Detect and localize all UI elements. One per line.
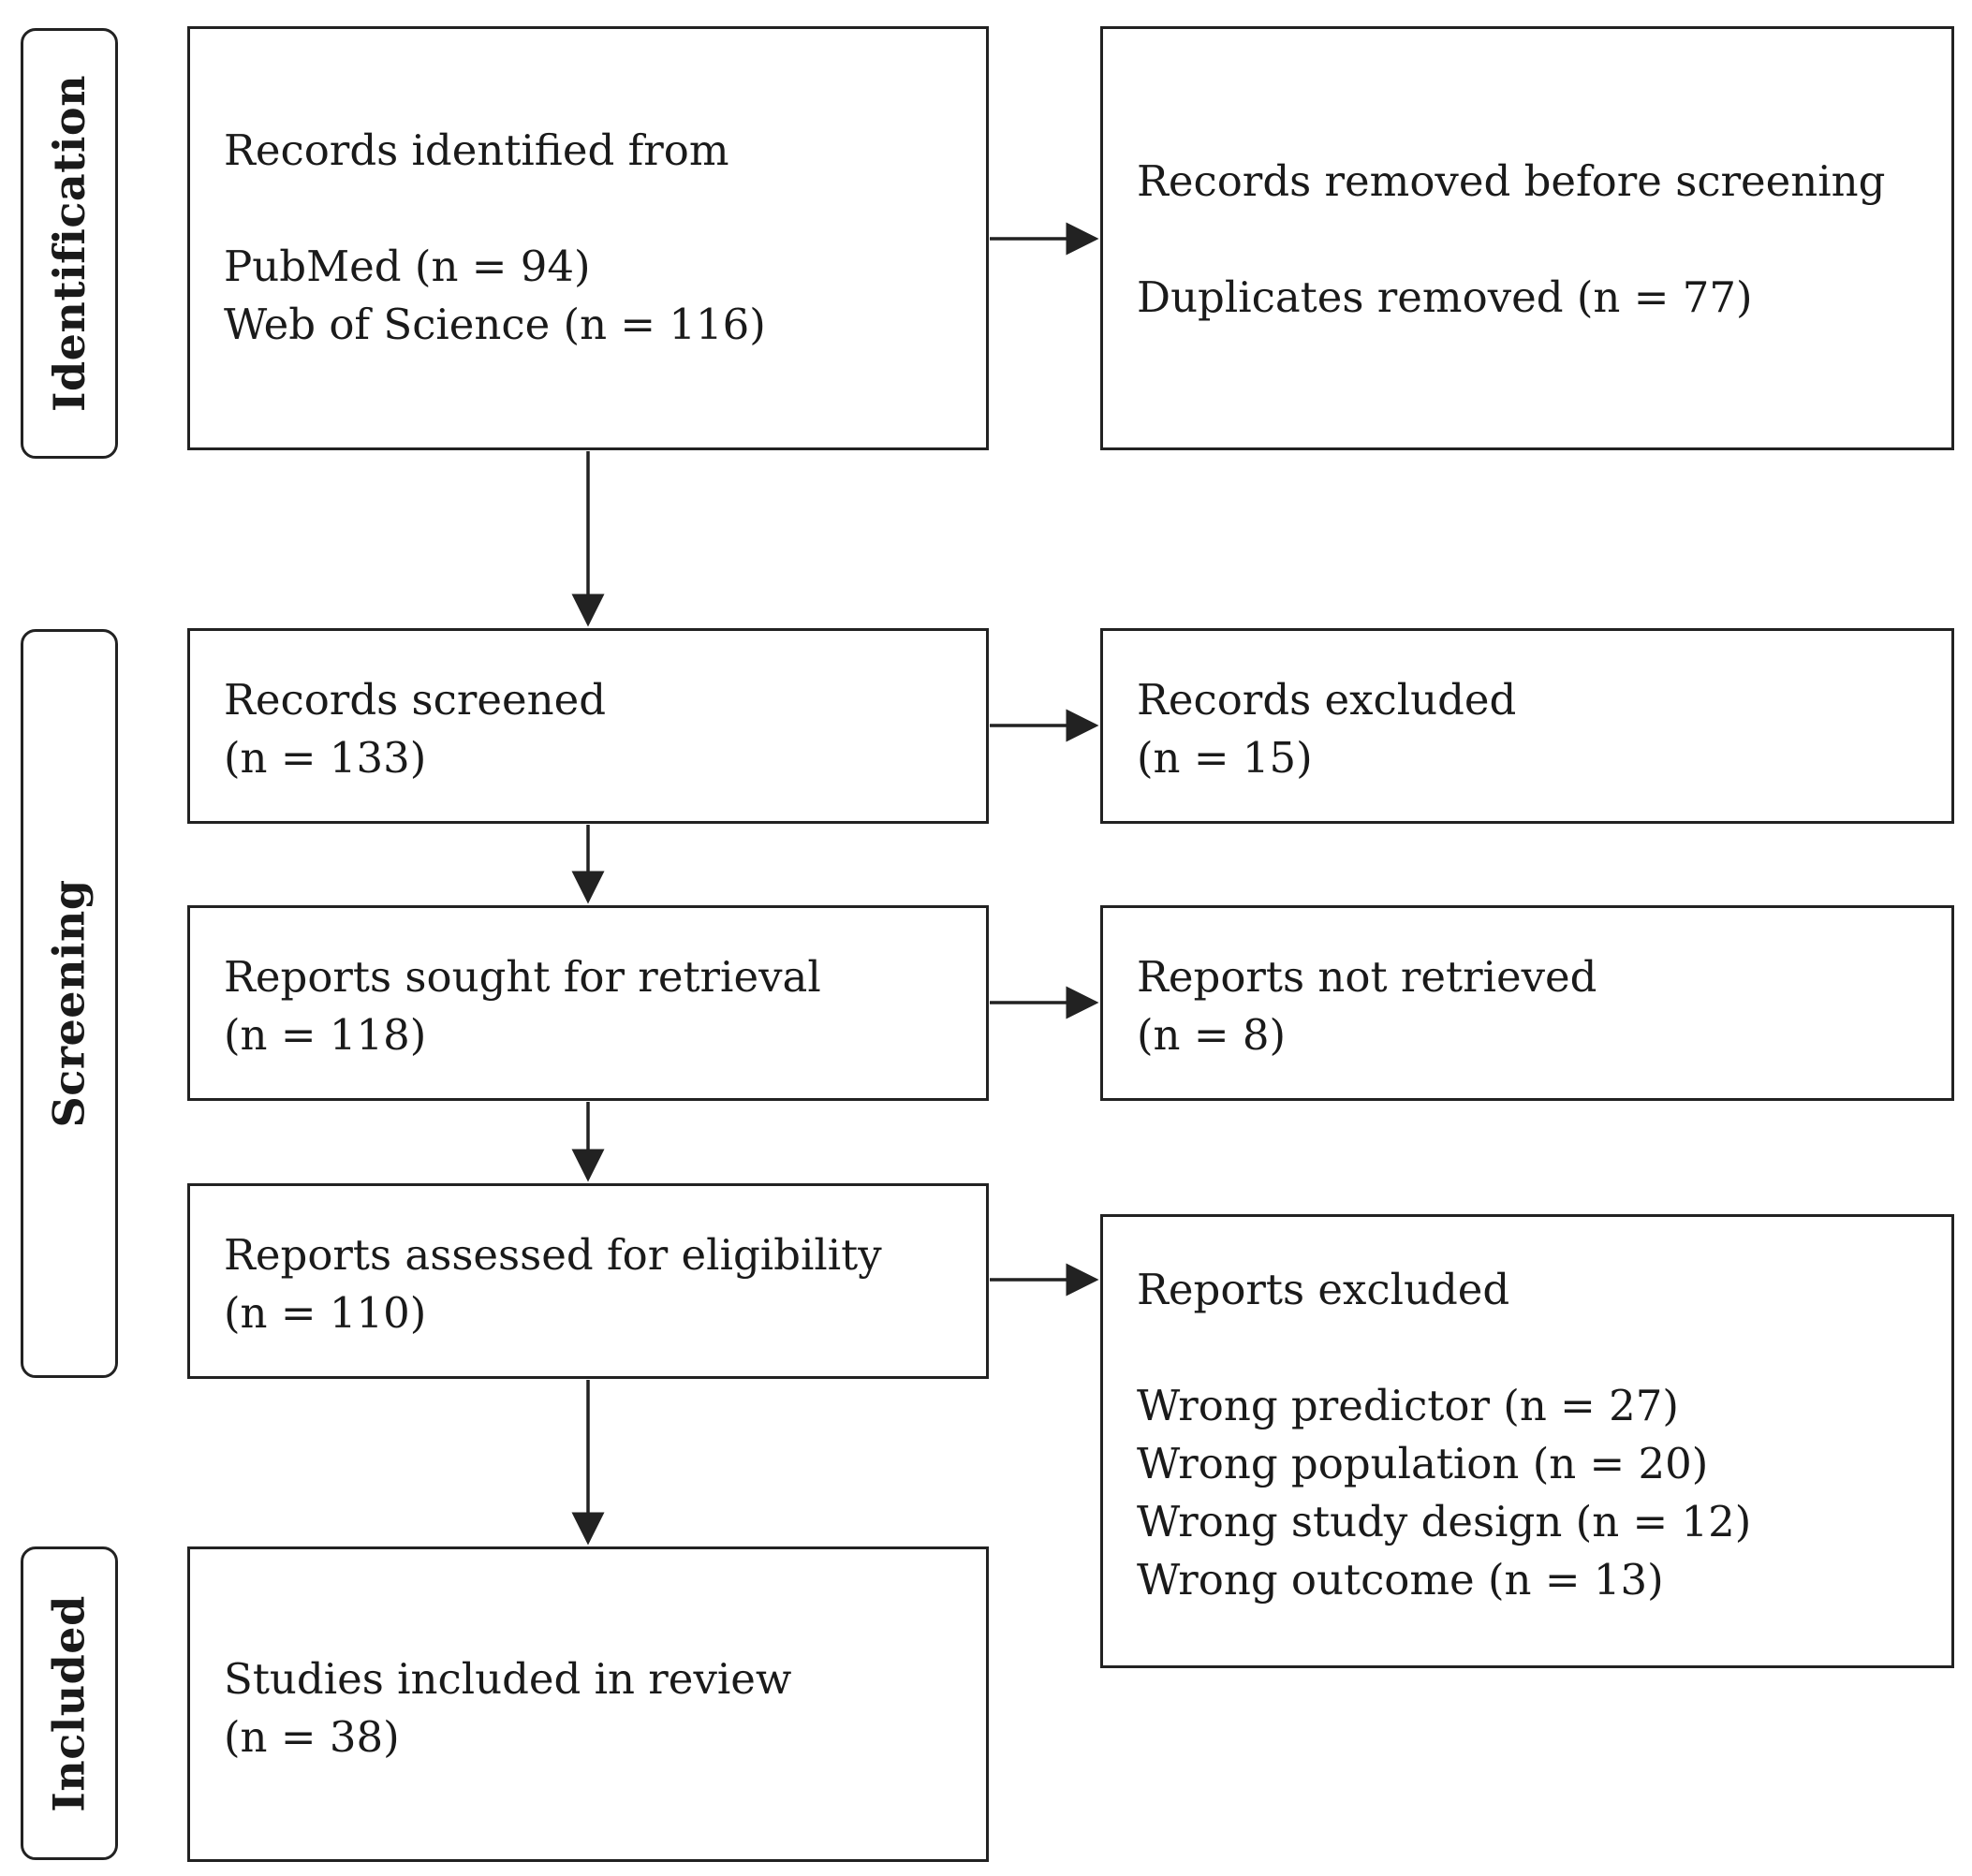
studies-included-box: Studies included in review (n = 38) [187,1546,989,1862]
reports-sought-label: Reports sought for retrieval [224,952,821,1002]
records-removed-box: Records removed before screening Duplica… [1100,26,1954,450]
reason-wrong-outcome: Wrong outcome (n = 13) [1137,1555,1664,1605]
records-identified-heading: Records identified from [224,125,729,175]
reports-assessed-label: Reports assessed for eligibility [224,1230,882,1280]
reports-not-retrieved-box: Reports not retrieved (n = 8) [1100,905,1954,1101]
stage-identification: Identification [21,28,118,459]
records-screened-count: (n = 133) [224,733,427,783]
records-identified-box: Records identified from PubMed (n = 94) … [187,26,989,450]
pubmed-count: PubMed (n = 94) [224,242,591,291]
duplicates-removed-count: Duplicates removed (n = 77) [1137,272,1753,322]
records-excluded-label: Records excluded [1137,675,1517,725]
reports-excluded-heading: Reports excluded [1137,1265,1510,1314]
stage-included: Included [21,1546,118,1860]
reports-sought-count: (n = 118) [224,1010,427,1060]
reason-wrong-predictor: Wrong predictor (n = 27) [1137,1381,1679,1430]
web-of-science-count: Web of Science (n = 116) [224,300,766,349]
studies-included-label: Studies included in review [224,1654,792,1704]
reports-not-retrieved-count: (n = 8) [1137,1010,1287,1060]
reports-assessed-count: (n = 110) [224,1288,427,1338]
reason-wrong-population: Wrong population (n = 20) [1137,1439,1709,1488]
reason-wrong-study-design: Wrong study design (n = 12) [1137,1497,1752,1546]
records-screened-box: Records screened (n = 133) [187,628,989,824]
records-excluded-box: Records excluded (n = 15) [1100,628,1954,824]
records-excluded-count: (n = 15) [1137,733,1313,783]
stage-screening: Screening [21,629,118,1378]
records-screened-label: Records screened [224,675,607,725]
reports-assessed-box: Reports assessed for eligibility (n = 11… [187,1183,989,1379]
reports-sought-box: Reports sought for retrieval (n = 118) [187,905,989,1101]
records-removed-heading: Records removed before screening [1137,156,1886,206]
studies-included-count: (n = 38) [224,1712,400,1762]
reports-excluded-box: Reports excluded Wrong predictor (n = 27… [1100,1214,1954,1668]
reports-not-retrieved-label: Reports not retrieved [1137,952,1597,1002]
